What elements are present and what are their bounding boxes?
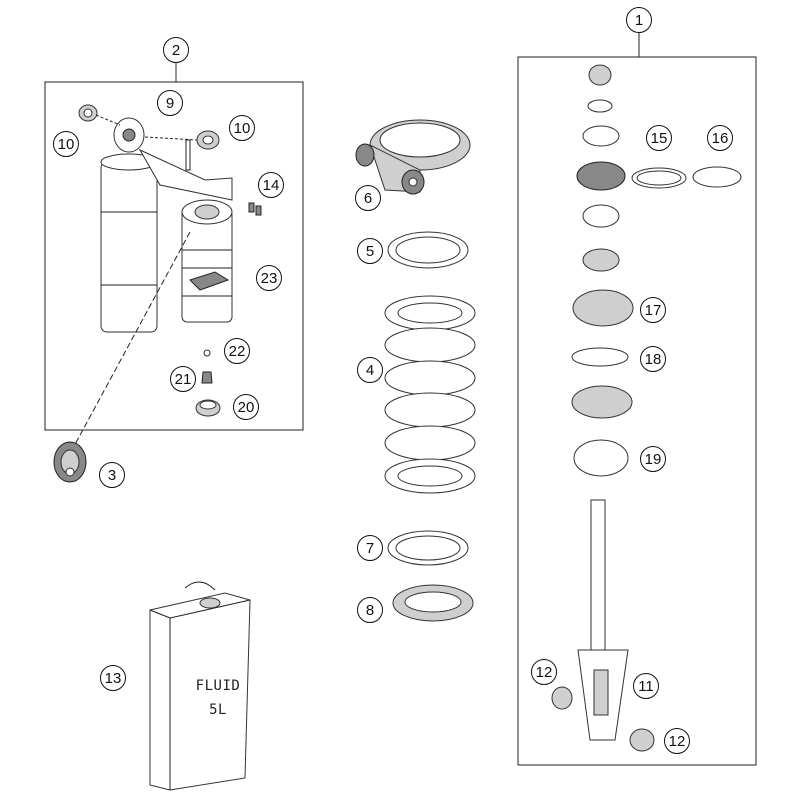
callout-8: 8 (357, 597, 383, 623)
callout-14: 14 (258, 172, 284, 198)
callout-20: 20 (233, 394, 259, 420)
callout-6: 6 (355, 185, 381, 211)
callout-23: 23 (256, 265, 282, 291)
callout-16: 16 (707, 125, 733, 151)
callout-4: 4 (357, 357, 383, 383)
fluid-can-label-line2: 5L (209, 702, 227, 718)
callout-1: 1 (626, 7, 652, 33)
callout-12-left: 12 (531, 659, 557, 685)
screws-14 (248, 202, 262, 216)
callout-12-right: 12 (664, 728, 690, 754)
callout-15: 15 (646, 125, 672, 151)
callout-10-right: 10 (229, 115, 255, 141)
shock-body-part (100, 117, 233, 333)
callout-7: 7 (357, 535, 383, 561)
washer-7 (387, 530, 469, 566)
group-box-2 (44, 81, 304, 431)
callout-22: 22 (224, 338, 250, 364)
damper-stack-1 (571, 64, 634, 741)
ring-15 (631, 167, 687, 189)
callout-19: 19 (640, 446, 666, 472)
callout-21: 21 (170, 366, 196, 392)
callout-10-left: 10 (53, 131, 79, 157)
ring-16 (692, 166, 742, 188)
washer-5 (387, 231, 469, 269)
callout-11: 11 (633, 673, 659, 699)
preload-adjuster-6 (355, 119, 471, 195)
callout-3: 3 (99, 462, 125, 488)
bushing-10-right (196, 130, 220, 150)
callout-9: 9 (157, 90, 183, 116)
bushing-12-left (551, 686, 573, 710)
group-box-1 (517, 56, 757, 766)
bushing-10-left (78, 104, 98, 122)
parts-20-21-22 (195, 349, 221, 417)
bushing-12-right (629, 728, 655, 752)
fluid-can-label: FLUID 5L (188, 678, 248, 718)
spring-seat-8 (392, 584, 474, 622)
fluid-can-13 (149, 581, 251, 791)
coil-spring-4 (384, 295, 476, 494)
callout-2: 2 (163, 37, 189, 63)
callout-5: 5 (357, 238, 383, 264)
callout-13: 13 (100, 665, 126, 691)
valve-3-part (53, 441, 87, 483)
fluid-can-label-line1: FLUID (195, 678, 241, 694)
callout-18: 18 (640, 346, 666, 372)
callout-17: 17 (640, 297, 666, 323)
